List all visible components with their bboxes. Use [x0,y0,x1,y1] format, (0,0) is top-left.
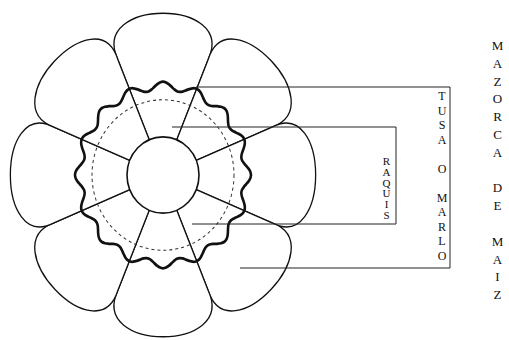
label-letter: A [436,205,448,220]
cob-cross-section [10,13,315,337]
label-letter: R [436,220,448,235]
tusa-bracket [196,87,450,268]
label-letter: M [436,191,448,206]
label-letter: U [381,188,392,199]
leader-lines [172,87,450,268]
label-letter [491,215,504,233]
label-letter: O [436,249,448,264]
center-circle [127,137,199,213]
label-letter: U [436,104,448,119]
label-letter: A [491,251,504,269]
label-letter: S [381,210,392,221]
label-letter: Q [381,178,392,189]
label-letter: O [491,90,504,108]
vertical-label: TUSA O MARLO [436,89,448,263]
label-letter: Z [491,286,504,304]
label-letter: C [491,126,504,144]
label-letter: R [381,156,392,167]
label-letter: I [381,199,392,210]
label-letter: T [436,89,448,104]
label-letter: O [436,162,448,177]
label-letter: D [491,179,504,197]
label-letter: Z [491,73,504,91]
dashed-ring [92,100,234,251]
label-letter: L [436,234,448,249]
label-letter: S [436,118,448,133]
label-letter: I [491,268,504,286]
vertical-label: RAQUIS [381,156,392,221]
label-letter [491,162,504,180]
label-letter [436,176,448,191]
raquis-bracket [172,127,396,224]
vertical-label: MAZORCA DE MAIZ [491,37,504,304]
kernel [35,39,149,160]
label-letter [436,147,448,162]
wavy-outline [75,82,251,269]
label-letter: R [491,108,504,126]
label-letter: A [491,55,504,73]
label-letter: E [491,197,504,215]
label-letter: A [381,167,392,178]
label-letter: M [491,233,504,251]
label-letter: M [491,37,504,55]
label-letter: A [436,133,448,148]
label-letter: A [491,144,504,162]
